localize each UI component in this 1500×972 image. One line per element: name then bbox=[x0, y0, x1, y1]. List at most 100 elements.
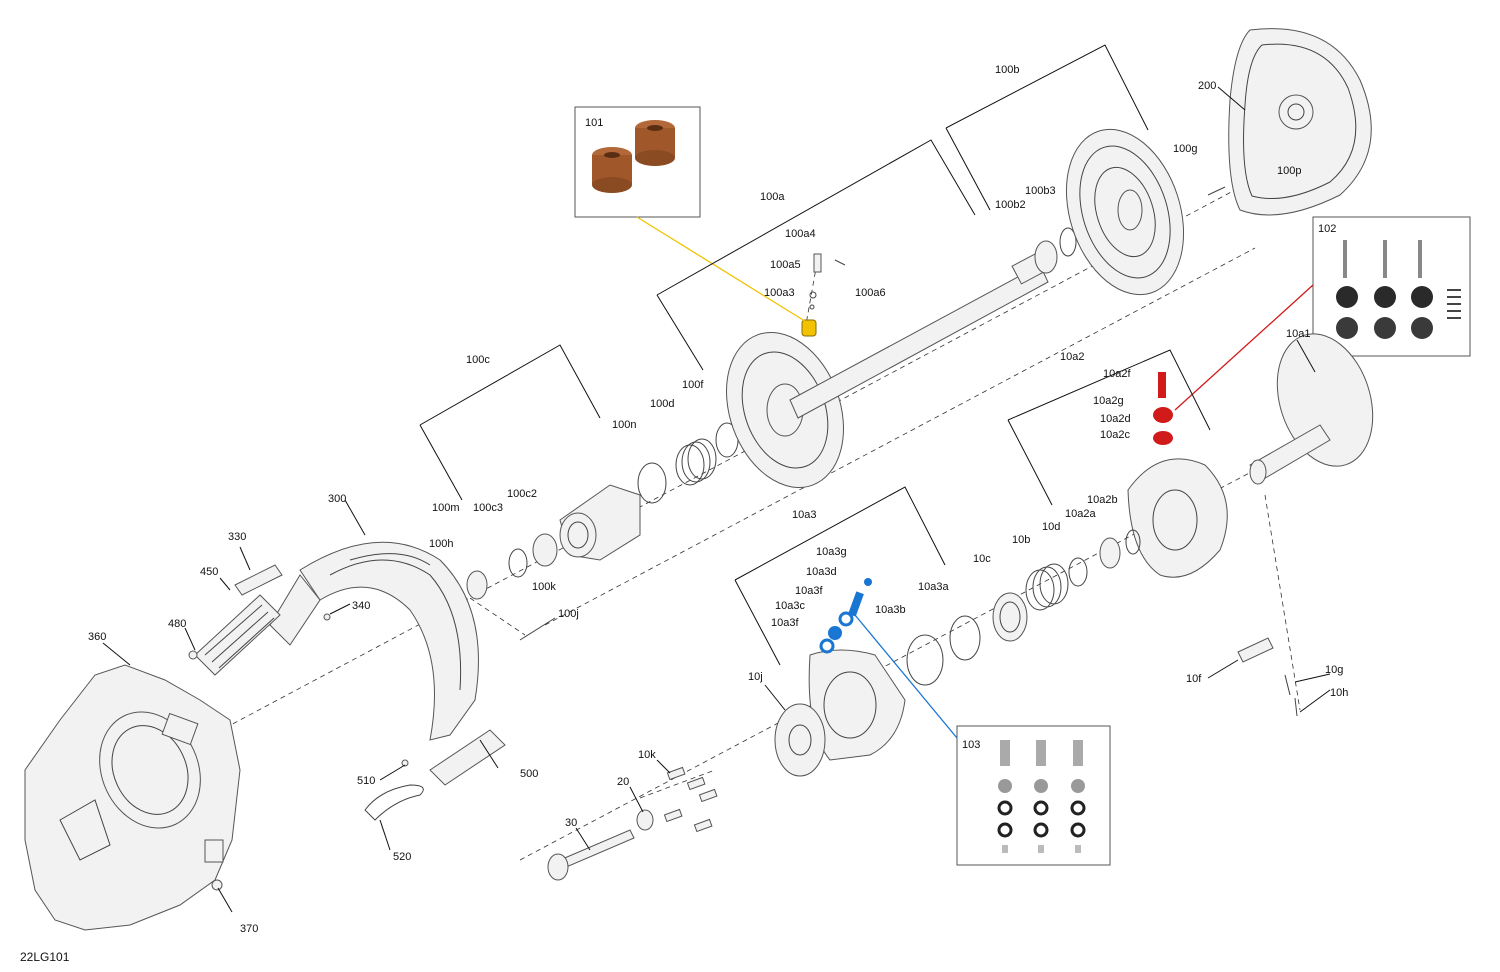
callout-10a1: 10a1 bbox=[1286, 328, 1310, 340]
clip-500 bbox=[429, 729, 506, 786]
callout-103: 103 bbox=[962, 739, 980, 751]
kit-box-102 bbox=[1312, 216, 1471, 357]
callout-10a3c: 10a3c bbox=[775, 600, 805, 612]
callout-10a2c: 10a2c bbox=[1100, 429, 1130, 441]
callout-100f: 100f bbox=[682, 379, 704, 391]
small-screws-left bbox=[188, 613, 409, 891]
callout-100b: 100b bbox=[995, 64, 1019, 76]
bushing-10a2a bbox=[1099, 537, 1121, 569]
callout-10a2b: 10a2b bbox=[1087, 494, 1118, 506]
callout-100c3: 100c3 bbox=[473, 502, 503, 514]
callout-100d: 100d bbox=[650, 398, 674, 410]
callout-10a2d: 10a2d bbox=[1100, 413, 1131, 425]
vent-450 bbox=[194, 594, 281, 676]
callout-360: 360 bbox=[88, 631, 106, 643]
leader-101 bbox=[636, 216, 809, 324]
cover-300 bbox=[269, 541, 479, 741]
callout-480: 480 bbox=[168, 618, 186, 630]
callout-330: 330 bbox=[228, 531, 246, 543]
washer-20 bbox=[636, 809, 654, 831]
sheave-100b bbox=[1065, 128, 1185, 296]
label-leaders bbox=[102, 86, 1331, 913]
hook-520 bbox=[364, 784, 424, 821]
callout-labels: 101 102 103 100a 100a4 100a5 100a3 100a6… bbox=[20, 64, 1348, 964]
callout-10h: 10h bbox=[1330, 687, 1348, 699]
callout-10g: 10g bbox=[1325, 664, 1343, 676]
callout-10a3f-2: 10a3f bbox=[771, 617, 799, 629]
callout-10a3g: 10a3g bbox=[816, 546, 847, 558]
callout-500: 500 bbox=[520, 768, 538, 780]
gear-ring-10a3b bbox=[906, 634, 944, 686]
arm-10f bbox=[1237, 637, 1274, 663]
bolts-10k bbox=[663, 766, 718, 833]
callout-100g: 100g bbox=[1173, 143, 1197, 155]
callout-10f: 10f bbox=[1186, 673, 1202, 685]
assembly-axis-lines bbox=[224, 189, 1301, 861]
callout-brackets bbox=[419, 44, 1211, 666]
callout-10a3: 10a3 bbox=[792, 509, 816, 521]
callout-100a6: 100a6 bbox=[855, 287, 886, 299]
callout-10c: 10c bbox=[973, 553, 991, 565]
ring-100b3 bbox=[1059, 227, 1077, 257]
callout-10a2: 10a2 bbox=[1060, 351, 1084, 363]
bolt-30 bbox=[547, 829, 635, 881]
callout-100c: 100c bbox=[466, 354, 490, 366]
callout-100p: 100p bbox=[1277, 165, 1301, 177]
callout-100k: 100k bbox=[532, 581, 556, 593]
callout-370: 370 bbox=[240, 923, 258, 935]
callout-10k: 10k bbox=[638, 749, 656, 761]
bracket-330 bbox=[234, 564, 283, 596]
callout-102: 102 bbox=[1318, 223, 1336, 235]
kit-box-101 bbox=[574, 106, 701, 218]
callout-100m: 100m bbox=[432, 502, 460, 514]
spring-100d bbox=[675, 438, 717, 486]
belt-200 bbox=[1228, 28, 1372, 216]
spring-10b bbox=[1025, 563, 1069, 611]
callout-30: 30 bbox=[565, 817, 577, 829]
callout-100b2: 100b2 bbox=[995, 199, 1026, 211]
callout-510: 510 bbox=[357, 775, 375, 787]
pin-10g bbox=[1284, 674, 1291, 696]
leader-102 bbox=[1174, 284, 1314, 411]
callout-100j: 100j bbox=[558, 608, 579, 620]
callout-10a2a: 10a2a bbox=[1065, 508, 1096, 520]
callout-100h: 100h bbox=[429, 538, 453, 550]
ring-100c3 bbox=[508, 548, 528, 578]
shaft-100a bbox=[789, 251, 1049, 419]
screw-10h bbox=[1294, 697, 1298, 717]
ring-10a3a bbox=[949, 615, 981, 661]
callout-340: 340 bbox=[352, 600, 370, 612]
callout-450: 450 bbox=[200, 566, 218, 578]
spider-100c bbox=[559, 484, 641, 561]
sheave-10a1 bbox=[1249, 333, 1374, 485]
bushing-100h bbox=[466, 570, 488, 600]
callout-100a3: 100a3 bbox=[764, 287, 795, 299]
leader-103 bbox=[854, 614, 958, 739]
blue-parts-10a3 bbox=[819, 578, 872, 654]
callout-10a2f: 10a2f bbox=[1103, 368, 1131, 380]
bolt-100g bbox=[1207, 186, 1226, 196]
sheave-100a bbox=[726, 332, 844, 488]
callout-200: 200 bbox=[1198, 80, 1216, 92]
ring-10d bbox=[1068, 557, 1088, 587]
callout-100n: 100n bbox=[612, 419, 636, 431]
bushing-100c2 bbox=[532, 533, 558, 567]
red-parts-10a2 bbox=[1153, 372, 1173, 445]
callout-101: 101 bbox=[585, 117, 603, 129]
callout-100b3: 100b3 bbox=[1025, 185, 1056, 197]
bushing-100b2 bbox=[1034, 240, 1058, 274]
callout-10a3a: 10a3a bbox=[918, 581, 949, 593]
roller-101-highlight bbox=[801, 319, 817, 337]
callout-10a3f-1: 10a3f bbox=[795, 585, 823, 597]
callout-10a3b: 10a3b bbox=[875, 604, 906, 616]
callout-100a: 100a bbox=[760, 191, 785, 203]
callout-10d: 10d bbox=[1042, 521, 1060, 533]
callout-520: 520 bbox=[393, 851, 411, 863]
diagram-code: 22LG101 bbox=[20, 950, 70, 964]
housing-360 bbox=[24, 664, 241, 931]
pin-100j bbox=[519, 617, 556, 641]
cup-10c bbox=[992, 592, 1028, 642]
callout-10b: 10b bbox=[1012, 534, 1030, 546]
housing-10a2 bbox=[1127, 458, 1228, 578]
